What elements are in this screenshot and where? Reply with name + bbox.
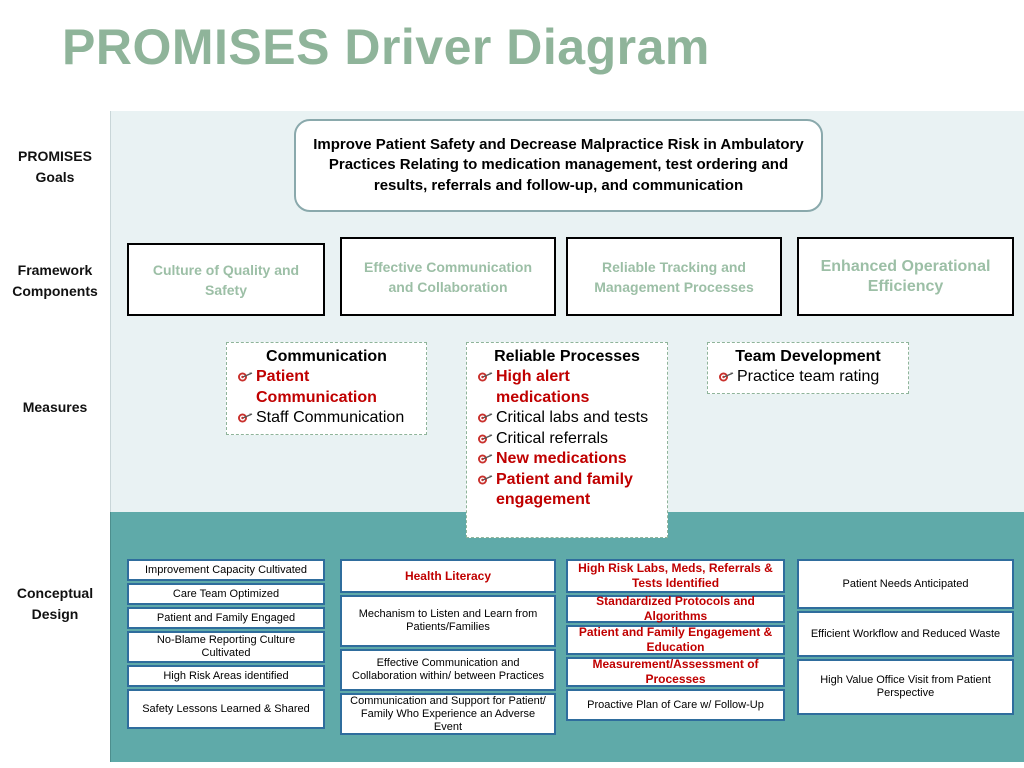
- framework-efficiency-box: Enhanced Operational Efficiency: [797, 237, 1014, 316]
- measure-item-text: Staff Communication: [256, 409, 405, 426]
- goal-text: Improve Patient Safety and Decrease Malp…: [313, 135, 804, 194]
- measure-item-text: Critical referrals: [496, 429, 609, 447]
- measure-item-text: Patient Communication: [256, 368, 377, 406]
- conceptual-box: Measurement/Assessment of Processes: [566, 657, 785, 687]
- conceptual-box-text: Safety Lessons Learned & Shared: [142, 702, 310, 715]
- measure-item: Patient and family engagement: [477, 470, 657, 511]
- measure-heading: Team Development: [735, 348, 881, 365]
- target-arrow-icon: [718, 370, 734, 384]
- framework-label: Reliable Tracking and Management Process…: [594, 258, 754, 295]
- measure-item-text: Critical labs and tests: [496, 409, 649, 426]
- conceptual-box-text: Patient Needs Anticipated: [842, 577, 969, 590]
- measure-heading: Communication: [266, 348, 387, 365]
- conceptual-box-text: High Risk Labs, Meds, Referrals & Tests …: [578, 561, 773, 590]
- framework-label: Effective Communication and Collaboratio…: [363, 258, 533, 295]
- conceptual-box-text: Health Literacy: [404, 568, 492, 583]
- measure-item-text: Patient and family engagement: [496, 470, 633, 509]
- measure-item: Critical referrals: [477, 429, 657, 450]
- framework-label: Enhanced Operational Efficiency: [820, 257, 991, 295]
- measure-heading: Reliable Processes: [494, 348, 640, 365]
- conceptual-box-text: Improvement Capacity Cultivated: [144, 563, 307, 576]
- conceptual-box: Health Literacy: [340, 559, 556, 593]
- measure-item: High alert medications: [477, 367, 657, 408]
- page-title: PROMISES Driver Diagram: [62, 19, 710, 75]
- conceptual-box: Patient and Family Engaged: [127, 607, 325, 629]
- conceptual-column-tracking: High Risk Labs, Meds, Referrals & Tests …: [566, 559, 785, 721]
- conceptual-box: Patient Needs Anticipated: [797, 559, 1014, 609]
- conceptual-box: Standardized Protocols and Algorithms: [566, 594, 785, 623]
- conceptual-box-text: Care Team Optimized: [172, 587, 280, 600]
- conceptual-box-text: Mechanism to Listen and Learn from Patie…: [358, 608, 538, 633]
- measure-item: Patient Communication: [237, 367, 416, 408]
- framework-communication-box: Effective Communication and Collaboratio…: [340, 237, 556, 316]
- row-label-measures: Measures: [22, 399, 88, 415]
- conceptual-box: High Risk Areas identified: [127, 665, 325, 687]
- conceptual-box-text: Patient and Family Engagement & Educatio…: [578, 625, 773, 654]
- conceptual-box: Care Team Optimized: [127, 583, 325, 605]
- goal-box: Improve Patient Safety and Decrease Malp…: [294, 119, 823, 212]
- conceptual-box: Mechanism to Listen and Learn from Patie…: [340, 595, 556, 647]
- conceptual-box-text: Measurement/Assessment of Processes: [592, 657, 759, 686]
- measure-item: Practice team rating: [718, 367, 898, 388]
- measure-item-text: New medications: [496, 450, 627, 467]
- conceptual-box: No-Blame Reporting Culture Cultivated: [127, 631, 325, 663]
- target-arrow-icon: [237, 370, 253, 384]
- target-arrow-icon: [477, 432, 493, 446]
- conceptual-box-text: Efficient Workflow and Reduced Waste: [810, 627, 1001, 640]
- conceptual-box-text: Patient and Family Engaged: [156, 611, 296, 624]
- target-arrow-icon: [477, 411, 493, 425]
- conceptual-box: Effective Communication and Collaboratio…: [340, 649, 556, 691]
- conceptual-box-text: High Risk Areas identified: [163, 669, 289, 682]
- conceptual-box-text: High Value Office Visit from Patient Per…: [820, 674, 991, 699]
- conceptual-box-text: Communication and Support for Patient/ F…: [350, 694, 546, 733]
- framework-culture-box: Culture of Quality and Safety: [127, 243, 325, 316]
- conceptual-box: High Value Office Visit from Patient Per…: [797, 659, 1014, 715]
- measure-item-text: Practice team rating: [737, 368, 880, 385]
- conceptual-box-text: Effective Communication and Collaboratio…: [352, 657, 544, 682]
- framework-label: Culture of Quality and Safety: [152, 261, 300, 298]
- target-arrow-icon: [477, 370, 493, 384]
- conceptual-box: Safety Lessons Learned & Shared: [127, 689, 325, 729]
- target-arrow-icon: [477, 473, 493, 487]
- measure-item-text: High alert medications: [496, 368, 590, 406]
- conceptual-box-text: No-Blame Reporting Culture Cultivated: [156, 634, 296, 659]
- measure-team-development-box: Team Development Practice team rating: [707, 342, 909, 394]
- conceptual-box-text: Proactive Plan of Care w/ Follow-Up: [587, 698, 764, 711]
- framework-tracking-box: Reliable Tracking and Management Process…: [566, 237, 782, 316]
- measure-item: New medications: [477, 449, 657, 470]
- conceptual-box-text: Standardized Protocols and Algorithms: [596, 594, 755, 623]
- conceptual-box: High Risk Labs, Meds, Referrals & Tests …: [566, 559, 785, 593]
- measure-item: Staff Communication: [237, 408, 416, 429]
- row-label-goals: PROMISES Goals: [18, 148, 92, 185]
- conceptual-box: Improvement Capacity Cultivated: [127, 559, 325, 581]
- conceptual-box: Efficient Workflow and Reduced Waste: [797, 611, 1014, 657]
- measure-item: Critical labs and tests: [477, 408, 657, 429]
- row-label-conceptual: Conceptual Design: [16, 585, 94, 622]
- conceptual-box: Patient and Family Engagement & Educatio…: [566, 625, 785, 655]
- row-label-framework: Framework Components: [12, 262, 98, 299]
- measure-list: Practice team rating: [718, 367, 898, 388]
- target-arrow-icon: [477, 452, 493, 466]
- conceptual-box: Proactive Plan of Care w/ Follow-Up: [566, 689, 785, 721]
- conceptual-box: Communication and Support for Patient/ F…: [340, 693, 556, 735]
- measure-reliable-processes-box: Reliable Processes High alert medication…: [466, 342, 668, 538]
- target-arrow-icon: [237, 411, 253, 425]
